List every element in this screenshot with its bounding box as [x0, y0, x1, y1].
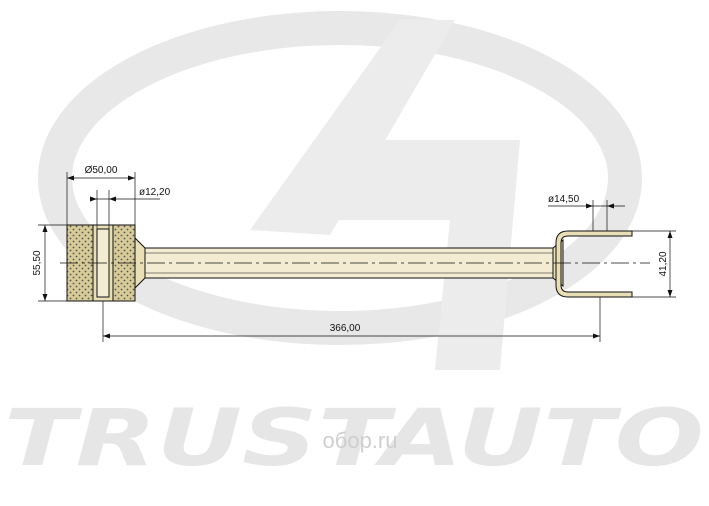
watermark-letter-shape-2	[330, 140, 520, 370]
watermark-ellipse	[38, 11, 642, 345]
watermark-site: oбоp.ru	[323, 428, 398, 453]
dim-overall-length: 366,00	[330, 323, 361, 334]
watermark-brand: TRUSTAUTO	[4, 394, 704, 484]
dimension-lines	[38, 172, 676, 342]
dim-eye-inner-diameter: ø14,50	[548, 194, 580, 205]
dim-bushing-height: 55,50	[32, 250, 43, 275]
dimension-arrows	[42, 175, 673, 339]
watermark-logo: TRUSTAUTO oбоp.ru	[4, 11, 704, 484]
dim-bushing-inner-diameter: ø12,20	[139, 187, 171, 198]
dim-bushing-outer-diameter: Ø50,00	[85, 165, 118, 176]
watermark-letter-shape	[250, 20, 455, 235]
dim-eye-height: 41,20	[658, 251, 669, 276]
